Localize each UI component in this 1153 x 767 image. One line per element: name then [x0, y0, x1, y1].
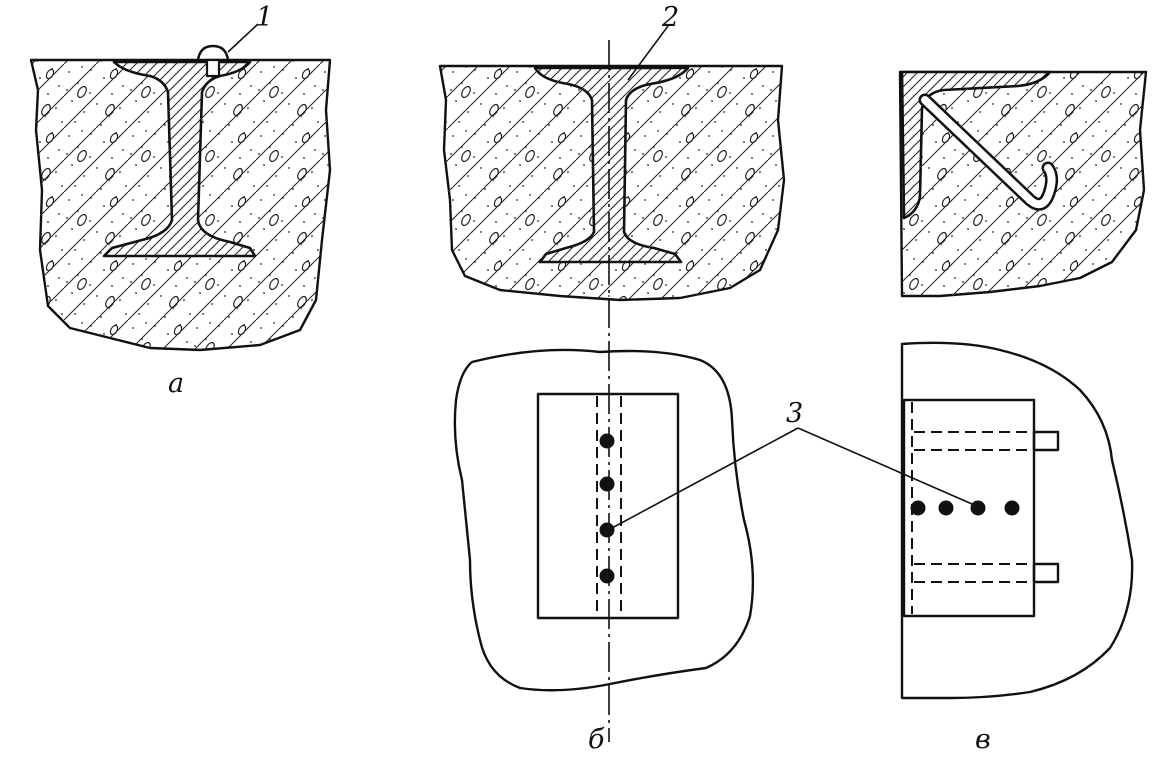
anchor-bottom-c: [914, 562, 1060, 584]
panel-a: 1 а: [29, 2, 332, 399]
anchor-bar-inner-c: [921, 96, 1056, 209]
weld-points-b: [599, 433, 615, 584]
anchor-top-c: [914, 430, 1060, 452]
callout-2: 2: [661, 2, 679, 33]
plan-outline-c: [900, 341, 1134, 700]
panel-label-b: б: [588, 724, 605, 755]
panel-c: в: [898, 70, 1148, 755]
embedded-plate-c: [902, 398, 1036, 618]
leader-1: [227, 23, 259, 53]
embedded-plate-b: [536, 392, 680, 620]
leader-3-to-c: [797, 427, 973, 505]
panel-label-c: в: [975, 724, 991, 755]
callout-3-group: 3: [611, 398, 973, 529]
panel-b: 2 б: [438, 2, 786, 755]
callout-1: 1: [256, 2, 273, 33]
leader-2: [627, 25, 669, 81]
i-beam-b: [533, 66, 690, 264]
callout-3: 3: [786, 398, 803, 429]
panel-label-a: а: [168, 368, 184, 399]
plan-outline-b: [453, 348, 755, 692]
weld-points-c: [910, 500, 1020, 516]
leader-3-to-b: [611, 427, 799, 529]
rivet-a: [196, 44, 230, 78]
